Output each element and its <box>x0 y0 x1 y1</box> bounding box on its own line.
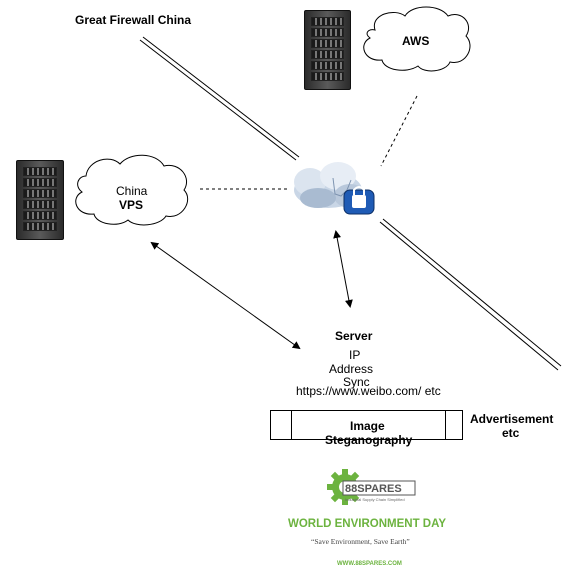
sync-label: Sync <box>343 375 370 389</box>
china-label: China <box>116 184 148 198</box>
vpn-cloud-lock-icon <box>294 162 375 215</box>
cloud-server-arrow <box>333 230 353 308</box>
image-steganography-box <box>270 410 463 440</box>
vps-server-arrow <box>150 241 301 350</box>
firewall-line-right <box>379 218 562 371</box>
website: WWW.88SPARES.COM <box>337 561 402 567</box>
firewall-line-left <box>139 36 300 161</box>
address-label: Address <box>329 362 374 376</box>
china-server-rack-icon <box>16 160 64 240</box>
vps-label: VPS <box>119 198 144 212</box>
logo-tagline: Industrial Supply Chain Simplified <box>345 497 405 502</box>
ip-label: IP <box>349 348 361 362</box>
aws-label: AWS <box>402 34 430 48</box>
logo-text: 88SPARES <box>345 483 402 495</box>
steganography-label: Steganography <box>325 433 413 447</box>
firewall-label: Great Firewall China <box>75 13 192 27</box>
aws-server-rack-icon <box>304 10 351 90</box>
server-label: Server <box>335 329 373 343</box>
aws-cloud-shape <box>363 6 471 72</box>
slogan: “Save Environment, Save Earth” <box>311 537 410 546</box>
advertisement-label: Advertisement <box>470 412 554 426</box>
url-label: https://www.weibo.com/ etc <box>296 384 441 398</box>
88spares-logo <box>327 469 416 505</box>
headline: WORLD ENVIRONMENT DAY <box>288 518 447 530</box>
image-label: Image <box>350 419 385 433</box>
china-vps-cloud-shape <box>75 154 189 226</box>
aws-dashed-link <box>380 95 418 167</box>
etc-label: etc <box>502 426 520 440</box>
